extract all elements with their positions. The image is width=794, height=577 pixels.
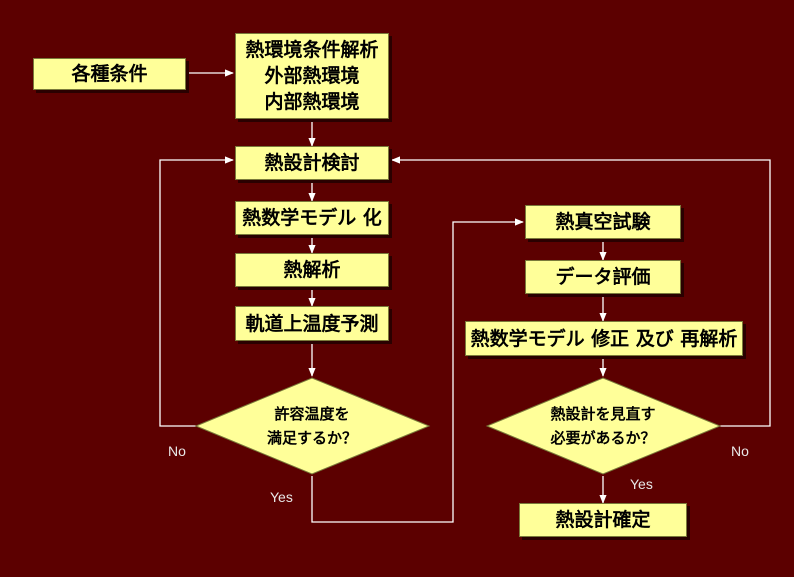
arrow-decision-yes-to-test — [311, 218, 524, 523]
node-thermal-design: 熱設計検討 — [235, 146, 389, 180]
label-yes-left: Yes — [270, 489, 293, 505]
node-math-model: 熱数学モデル 化 — [235, 201, 389, 235]
node-model-fix: 熱数学モデル 修正 及び 再解析 — [465, 321, 743, 356]
decision-diamond-temperature — [194, 377, 431, 475]
arrow-decision-no-loop — [159, 156, 234, 427]
label-no-right: No — [731, 443, 749, 459]
arrow-review-no-loop — [391, 156, 771, 427]
node-conditions: 各種条件 — [33, 58, 186, 90]
node-thermal-environment-line1: 熱環境条件解析 — [245, 39, 379, 61]
node-thermal-analysis: 熱解析 — [235, 253, 389, 287]
node-thermal-environment-line2: 外部熱環境 — [264, 65, 360, 87]
node-data-evaluation: データ評価 — [525, 260, 681, 294]
node-thermal-environment-line3: 内部熱環境 — [264, 91, 360, 113]
label-no-left: No — [168, 443, 186, 459]
decision-diamond-review — [485, 377, 722, 475]
decision-temperature-text: 許容温度を 満足するか？ — [266, 405, 357, 447]
node-vacuum-test: 熱真空試験 — [525, 205, 681, 239]
label-yes-right: Yes — [630, 476, 653, 492]
node-orbit-temperature: 軌道上温度予測 — [235, 306, 389, 341]
decision-review-text: 熱設計を見直す 必要があるか？ — [550, 405, 656, 447]
node-thermal-environment: 熱環境条件解析 外部熱環境 内部熱環境 — [235, 33, 389, 119]
node-final-design: 熱設計確定 — [519, 503, 687, 537]
